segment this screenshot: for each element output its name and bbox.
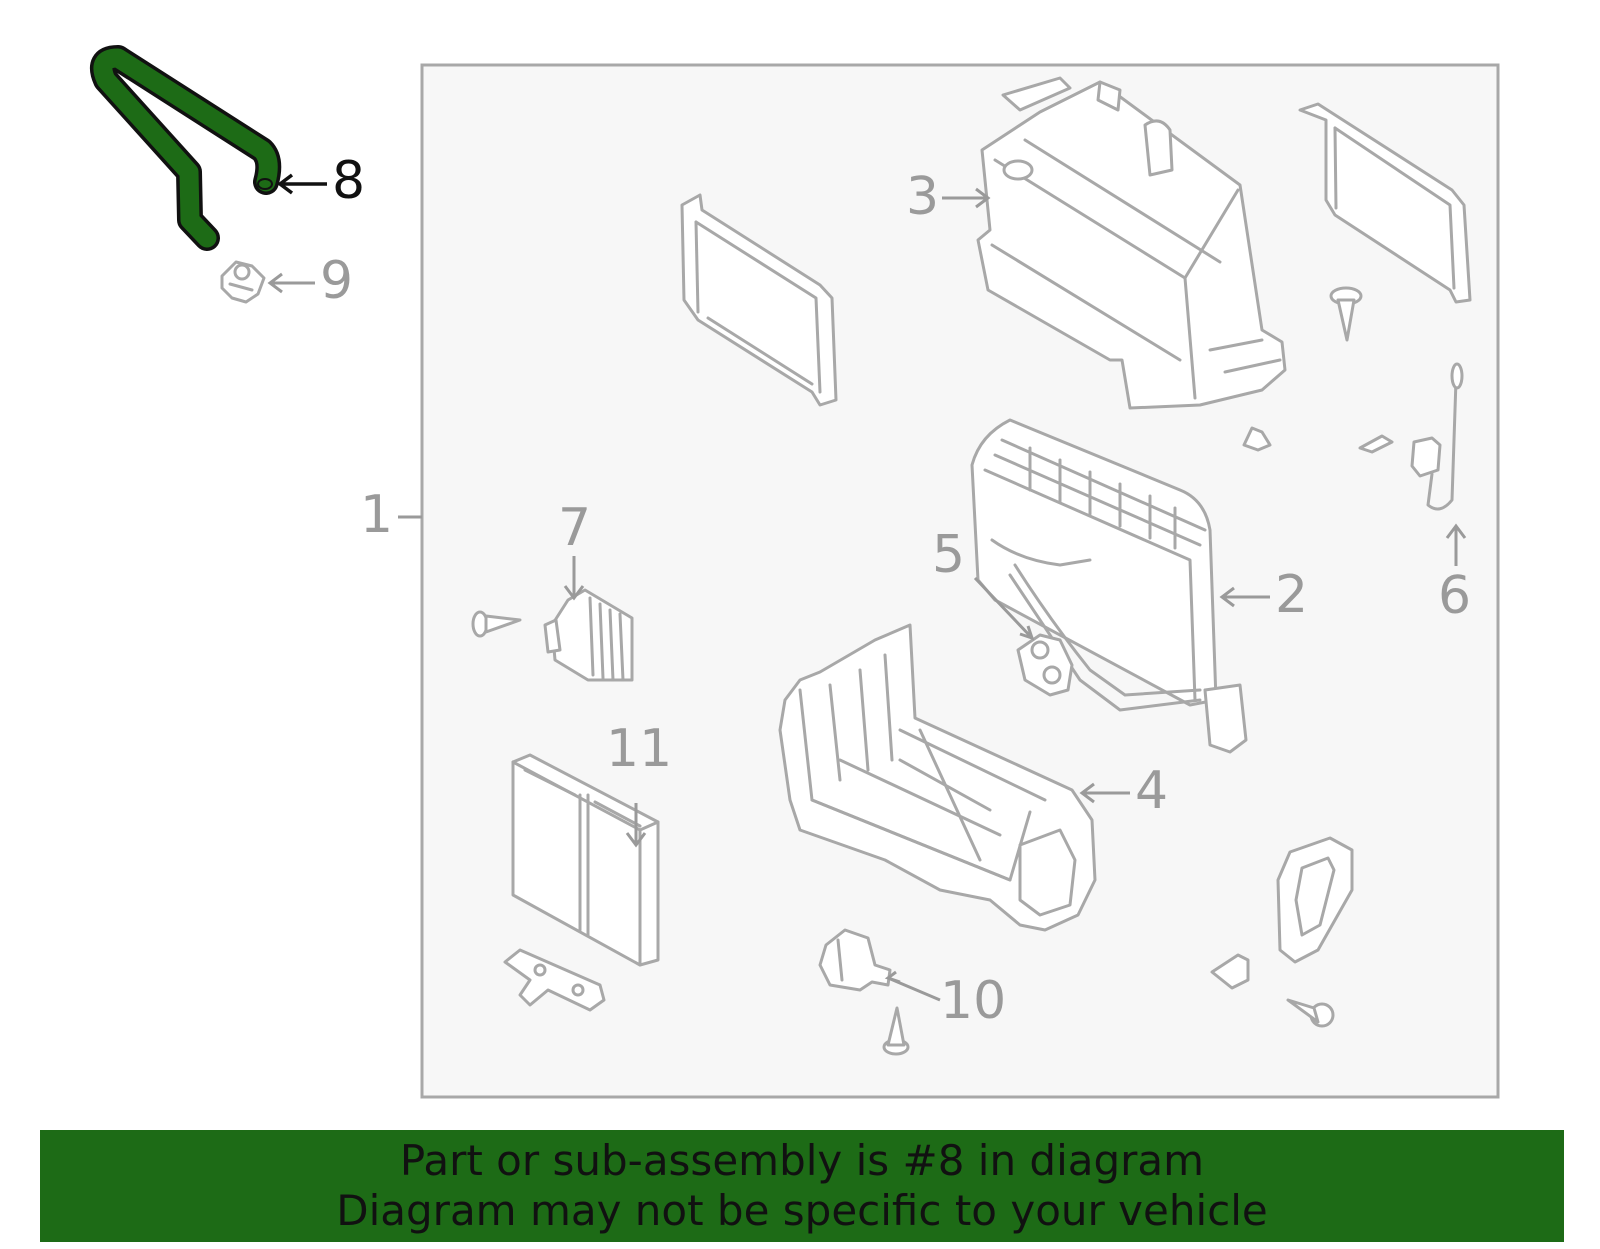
arrow-2 [1219,586,1270,608]
part-7-resistor[interactable] [543,588,634,682]
callout-11: 11 [606,719,672,779]
seal-frame-right[interactable] [1298,102,1472,304]
callout-10: 10 [940,971,1006,1031]
banner-line-2: Diagram may not be specific to your vehi… [336,1186,1268,1235]
arrow-7 [563,556,585,601]
arrow-4 [1079,782,1130,804]
part-5-expansion-valve[interactable] [1016,633,1074,697]
part-2-evaporator[interactable] [970,418,1248,754]
callout-6: 6 [1438,566,1471,626]
screw-upper-right[interactable] [1329,286,1363,342]
screw-near-resistor[interactable] [471,610,522,638]
arrow-3 [942,187,991,209]
arrow-11 [625,803,647,848]
bracket-bottom-left[interactable] [503,948,606,1012]
callout-8: 8 [332,151,365,211]
callout-2: 2 [1275,565,1308,625]
callout-7: 7 [558,498,591,558]
bracket-small-right[interactable] [1210,953,1250,990]
pin-near-sensor[interactable] [1358,434,1394,454]
screw-bottom-right[interactable] [1286,998,1335,1028]
part-9-clip[interactable] [220,260,266,304]
part-11-filter[interactable] [511,753,660,967]
callout-4: 4 [1135,761,1168,821]
seal-frame-left[interactable] [680,193,838,407]
banner-line-1: Part or sub-assembly is #8 in diagram [399,1136,1205,1185]
arrow-10 [884,970,941,1002]
duct-seal-right[interactable] [1276,836,1354,964]
part-3-upper-case[interactable] [976,76,1287,410]
callout-3: 3 [906,167,939,227]
part-4-lower-case[interactable] [778,623,1097,932]
callout-1: 1 [360,485,393,545]
info-banner: Part or sub-assembly is #8 in diagram Di… [40,1130,1564,1242]
callout-5: 5 [932,525,965,585]
screw-under-connector[interactable] [882,1006,910,1056]
part-8-drain-hose[interactable] [90,45,282,251]
arrow-5 [973,576,1035,641]
callout-9: 9 [320,251,353,311]
banner-background [40,1130,1564,1242]
part-10-connector[interactable] [818,928,892,992]
arrow-9 [267,272,315,294]
clip-under-case[interactable] [1242,426,1272,452]
arrow-6 [1445,523,1467,566]
arrow-8 [277,173,327,195]
part-6-thermistor[interactable] [1410,362,1464,511]
